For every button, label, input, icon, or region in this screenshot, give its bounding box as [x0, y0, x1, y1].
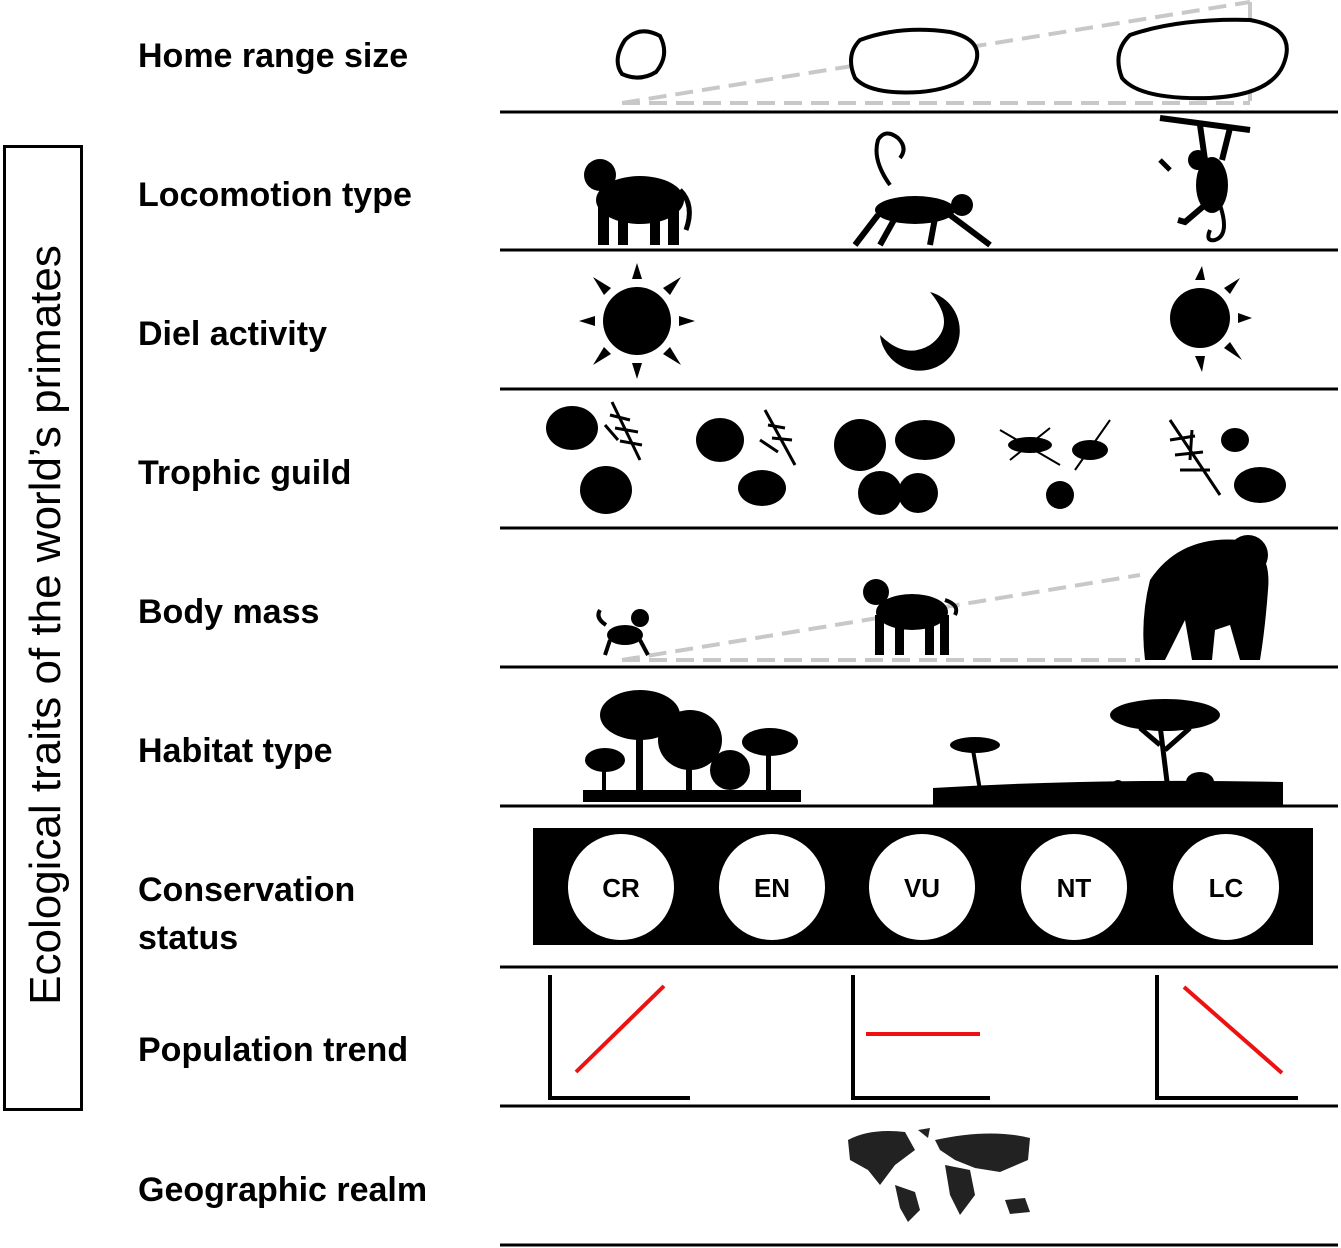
medium-range-outline-icon — [849, 27, 980, 95]
gorilla-icon — [1143, 535, 1269, 660]
insectivore-icon — [999, 419, 1111, 509]
label-conservation-line1: Conservation — [138, 871, 356, 909]
label-diel-activity: Diel activity — [138, 315, 327, 353]
baboon-icon — [863, 579, 959, 655]
increasing-trend-icon — [548, 975, 690, 1100]
status-nt: NT — [1021, 834, 1127, 940]
label-home-range-size: Home range size — [138, 37, 409, 75]
body-mass-scale-top — [621, 573, 1141, 662]
suspensory-climber-icon — [1158, 115, 1251, 243]
diel-illustration — [579, 263, 1252, 379]
status-cr: CR — [568, 834, 674, 940]
savanna-icon — [933, 699, 1283, 805]
status-label: NT — [1057, 873, 1092, 903]
label-geographic-realm: Geographic realm — [138, 1171, 428, 1209]
population-illustration — [548, 975, 1298, 1100]
home-range-illustration — [615, 0, 1289, 105]
status-circle — [719, 834, 825, 940]
sun-diurnal-icon — [579, 263, 695, 379]
body-mass-illustration — [596, 535, 1269, 662]
label-trophic-guild: Trophic guild — [138, 454, 352, 492]
quadruped-terrestrial-icon — [584, 159, 692, 245]
status-lc: LC — [1173, 834, 1279, 940]
decreasing-trend-icon — [1155, 975, 1298, 1100]
large-range-outline-icon — [1116, 17, 1289, 101]
locomotion-illustration — [584, 115, 1251, 248]
omnivore-icon — [1168, 419, 1286, 503]
status-label: EN — [754, 873, 790, 903]
trophic-illustration — [546, 401, 1286, 515]
status-label: LC — [1209, 873, 1244, 903]
small-range-outline-icon — [615, 29, 667, 80]
status-circle — [568, 834, 674, 940]
label-habitat-type: Habitat type — [138, 732, 333, 770]
label-conservation-line2: status — [138, 919, 239, 957]
status-label: CR — [602, 873, 640, 903]
row-dividers — [500, 110, 1338, 1247]
quadruped-arboreal-icon — [852, 131, 992, 248]
status-en: EN — [719, 834, 825, 940]
home-range-scale-top — [621, 0, 1251, 105]
folivore-icon — [546, 401, 643, 514]
status-label: VU — [904, 873, 940, 903]
conservation-illustration: CR EN VU NT LC — [533, 828, 1313, 945]
half-sun-cathemeral-icon — [1170, 266, 1252, 372]
forest-icon — [583, 690, 801, 802]
label-population-trend: Population trend — [138, 1031, 409, 1069]
label-locomotion-type: Locomotion type — [138, 176, 412, 214]
stable-trend-icon — [851, 975, 990, 1100]
small-monkey-icon — [596, 608, 650, 656]
status-circle — [1173, 834, 1279, 940]
status-circle — [1021, 834, 1127, 940]
side-title-box: Ecological traits of the world’s primate… — [3, 145, 83, 1111]
frugivore-folivore-icon — [696, 409, 797, 506]
status-circle — [869, 834, 975, 940]
status-vu: VU — [869, 834, 975, 940]
frugivore-icon — [834, 419, 955, 515]
habitat-illustration — [583, 690, 1283, 805]
world-map-icon — [848, 1128, 1030, 1222]
moon-nocturnal-icon — [880, 292, 960, 371]
label-conservation-status: Conservation status — [138, 866, 355, 962]
label-body-mass: Body mass — [138, 593, 320, 631]
